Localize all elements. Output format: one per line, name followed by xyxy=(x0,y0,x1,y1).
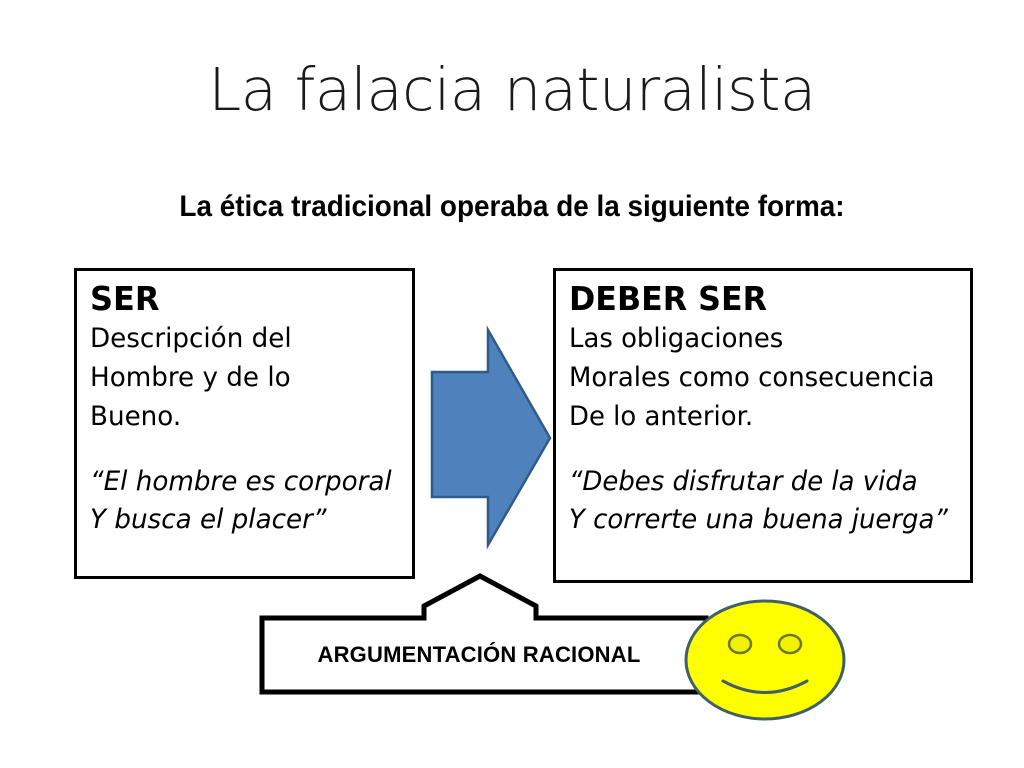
box-deber-ser: DEBER SER Las obligaciones Morales como … xyxy=(553,268,973,583)
box-ser-spacer xyxy=(90,437,408,463)
box-ser-heading: SER xyxy=(90,279,160,318)
box-deber-ser-line-1: Las obligaciones xyxy=(569,322,784,354)
box-ser-content: SER Descripción del Hombre y de lo Bueno… xyxy=(90,279,408,539)
page-title: La falacia naturalista xyxy=(208,55,816,124)
slide-subtitle: La ética tradicional operaba de la sigui… xyxy=(179,190,845,223)
right-arrow-shape xyxy=(430,325,552,550)
smiley-left-eye xyxy=(727,633,753,655)
box-deber-ser-quote-line-1: “Debes disfrutar de la vida xyxy=(569,465,918,497)
box-ser-quote-line-1: “El hombre es corporal xyxy=(90,465,392,497)
box-ser-line-3: Bueno. xyxy=(90,400,182,432)
smiley-right-eye xyxy=(777,633,803,655)
right-arrow-icon xyxy=(430,325,552,550)
smiley-mouth xyxy=(721,679,809,694)
box-deber-ser-line-2: Morales como consecuencia xyxy=(569,361,935,393)
box-deber-ser-quote-line-2: Y correrte una buena juerga” xyxy=(569,503,948,535)
box-deber-ser-content: DEBER SER Las obligaciones Morales como … xyxy=(569,279,966,539)
box-deber-ser-line-3: De lo anterior. xyxy=(569,400,754,432)
box-ser-line-1: Descripción del xyxy=(90,322,292,354)
box-deber-ser-spacer xyxy=(569,437,966,463)
callout-argumentacion-racional: ARGUMENTACIÓN RACIONAL xyxy=(256,566,712,698)
smiley-face-icon xyxy=(684,599,846,721)
callout-outline xyxy=(259,573,709,695)
smiley-head xyxy=(684,599,846,721)
callout-label: ARGUMENTACIÓN RACIONAL xyxy=(317,642,641,667)
box-deber-ser-heading: DEBER SER xyxy=(569,279,767,318)
box-ser-line-2: Hombre y de lo xyxy=(90,361,291,393)
box-ser: SER Descripción del Hombre y de lo Bueno… xyxy=(74,268,415,579)
box-ser-quote-line-2: Y busca el placer” xyxy=(90,503,327,535)
callout-shape xyxy=(259,573,709,695)
